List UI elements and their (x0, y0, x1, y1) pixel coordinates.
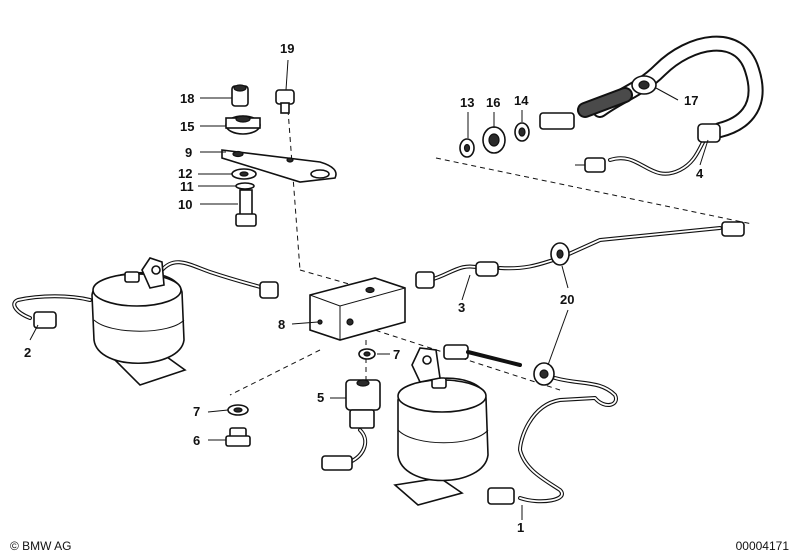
mounting-parts (221, 84, 337, 227)
callout-labels: 1 2 3 4 5 6 7 7 8 9 10 11 12 13 14 15 16… (24, 41, 704, 535)
distribution-block (309, 277, 406, 341)
callout-18: 18 (180, 91, 194, 106)
callout-7-upper: 7 (393, 347, 400, 362)
pipe-fittings (33, 221, 745, 505)
callout-16: 16 (486, 95, 500, 110)
document-number: 00004171 (735, 539, 789, 553)
callout-leaders (29, 59, 709, 520)
callout-4: 4 (696, 166, 704, 181)
accumulator-left (91, 257, 187, 386)
pressure-switch (345, 379, 381, 429)
upper-hose-assembly (539, 35, 764, 176)
callout-2: 2 (24, 345, 31, 360)
screw-plug (225, 427, 251, 447)
callout-3: 3 (458, 300, 465, 315)
callout-9: 9 (185, 145, 192, 160)
callout-15: 15 (180, 119, 194, 134)
callout-8: 8 (278, 317, 285, 332)
callout-20: 20 (560, 292, 574, 307)
accumulator-right (393, 347, 489, 506)
callout-6: 6 (193, 433, 200, 448)
callout-1: 1 (517, 520, 524, 535)
washer-grommet-row (459, 122, 530, 158)
callout-17: 17 (684, 93, 698, 108)
copyright-label: © BMW AG (10, 539, 72, 553)
callout-10: 10 (178, 197, 192, 212)
callout-19: 19 (280, 41, 294, 56)
callout-7-lower: 7 (193, 404, 200, 419)
callout-11: 11 (180, 179, 194, 194)
callout-5: 5 (317, 390, 324, 405)
callout-14: 14 (514, 93, 529, 108)
callout-12: 12 (178, 166, 192, 181)
callout-13: 13 (460, 95, 474, 110)
